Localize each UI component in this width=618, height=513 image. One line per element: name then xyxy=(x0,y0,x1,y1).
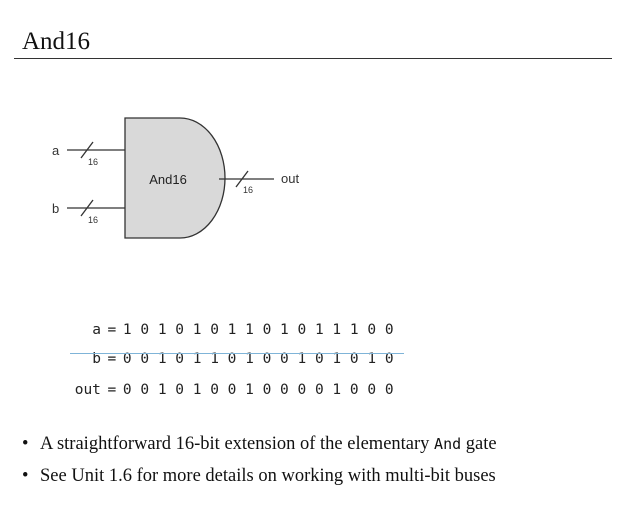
bullet-dot-icon: • xyxy=(22,466,29,486)
bullet-item: • A straightforward 16-bit extension of t… xyxy=(20,428,497,460)
input-a-bus-width: 16 xyxy=(88,157,98,167)
equals-sign: = xyxy=(107,382,117,398)
bullet-list: • A straightforward 16-bit extension of t… xyxy=(20,428,497,492)
bullet-dot-icon: • xyxy=(22,434,29,454)
bullet-text-tail: gate xyxy=(461,434,497,454)
input-b-bus-slash xyxy=(80,199,94,217)
equals-sign: = xyxy=(107,351,117,367)
equation-label: b xyxy=(92,351,101,367)
title-divider xyxy=(14,58,612,59)
equation-label: out xyxy=(74,382,101,398)
equation-bits: 1 0 1 0 1 0 1 1 0 1 0 1 1 1 0 0 xyxy=(122,322,394,338)
slide-title: And16 xyxy=(22,28,91,55)
inline-code: And xyxy=(434,435,462,453)
equation-row-b: b = 0 0 1 0 1 1 0 1 0 0 1 0 1 0 1 0 xyxy=(26,329,393,367)
and-gate-body xyxy=(124,117,226,239)
equation-bits: 0 0 1 0 1 1 0 1 0 0 1 0 1 0 1 0 xyxy=(122,351,394,367)
equals-sign: = xyxy=(107,322,117,338)
and16-gate-diagram: a 16 b 16 And16 out 16 xyxy=(52,117,299,239)
bullet-text: A straightforward 16-bit extension of th… xyxy=(40,434,435,454)
input-a-label: a xyxy=(52,143,60,158)
equation-label: a xyxy=(92,322,101,338)
input-b-bus-width: 16 xyxy=(88,215,98,225)
output-bus-width: 16 xyxy=(243,185,253,195)
input-b-label: b xyxy=(52,201,59,216)
result-separator-line xyxy=(70,353,404,354)
equation-bits: 0 0 1 0 1 0 0 1 0 0 0 0 1 0 0 0 xyxy=(122,382,394,398)
bullet-item: • See Unit 1.6 for more details on workin… xyxy=(20,460,497,492)
input-a-bus-slash xyxy=(80,141,94,159)
output-label: out xyxy=(281,171,299,186)
equation-row-out: out = 0 0 1 0 1 0 0 1 0 0 0 0 1 0 0 0 xyxy=(26,360,394,398)
output-bus-slash xyxy=(235,170,249,188)
bullet-text: See Unit 1.6 for more details on working… xyxy=(40,466,496,486)
gate-label: And16 xyxy=(149,172,187,187)
equation-row-a: a = 1 0 1 0 1 0 1 1 0 1 0 1 1 1 0 0 xyxy=(26,300,393,338)
